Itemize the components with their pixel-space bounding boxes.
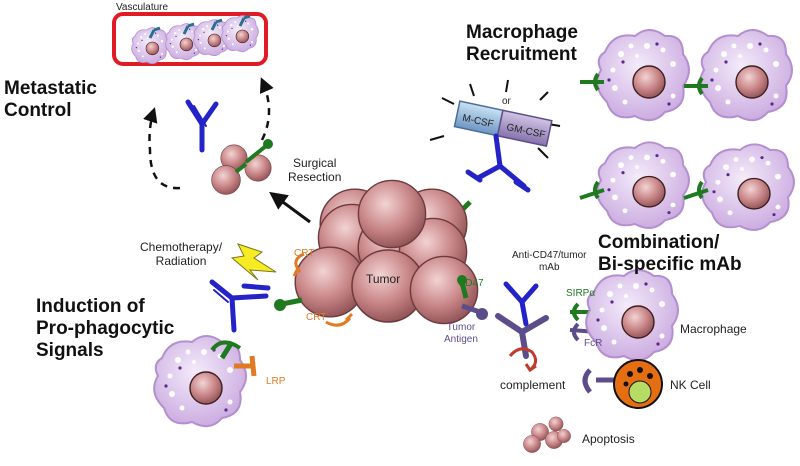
metastatic-cluster xyxy=(211,139,273,195)
antibody-induction xyxy=(209,279,271,333)
label-nk-cell: NK Cell xyxy=(670,378,711,392)
heading-induction: Induction of Pro-phagocytic Signals xyxy=(36,296,175,361)
cytokine-rays xyxy=(429,79,561,159)
heading-metastatic-control: Metastatic Control xyxy=(4,78,97,121)
heading-combination: Combination/ Bi-specific mAb xyxy=(598,232,742,275)
label-surgical-resection: Surgical Resection xyxy=(288,156,342,184)
label-chemotherapy: Chemotherapy/ Radiation xyxy=(140,240,223,268)
label-fcr: FcR xyxy=(584,338,603,349)
label-tumor: Tumor xyxy=(366,272,401,286)
antibody-cytokine xyxy=(465,133,531,193)
bispecific-antibody xyxy=(503,281,539,327)
apoptosis-cells xyxy=(523,416,571,453)
label-macrophage: Macrophage xyxy=(680,322,747,336)
tumor-mass xyxy=(294,179,479,325)
label-or: or xyxy=(502,96,511,107)
dashed-arrow-right xyxy=(259,77,274,141)
label-anti-cd47-mab: Anti-CD47/tumor mAb xyxy=(512,250,587,273)
surgical-arrow xyxy=(269,191,311,224)
nk-cell xyxy=(582,359,663,409)
label-complement: complement xyxy=(500,378,566,392)
vasculature-cells xyxy=(131,14,259,65)
lightning-icon xyxy=(230,243,277,281)
label-apoptosis: Apoptosis xyxy=(582,432,635,446)
antibody-metastatic xyxy=(185,99,219,153)
label-sirpa: SIRPα xyxy=(566,288,596,299)
label-vasculature: Vasculature xyxy=(116,2,169,13)
cytokine-block xyxy=(453,100,553,148)
dashed-arrow-left xyxy=(143,107,181,190)
label-lrp: LRP xyxy=(266,376,286,387)
antigen-antibody xyxy=(495,313,549,359)
label-cd47: CD47 xyxy=(458,278,484,289)
label-crt-top: CRT xyxy=(294,248,315,259)
macrophage-grid xyxy=(579,29,795,231)
label-crt-bottom: CRT xyxy=(306,312,327,323)
complement-icon xyxy=(508,347,537,373)
crt-arrows xyxy=(292,252,354,327)
induction-macrophage xyxy=(153,335,257,428)
label-tumor-antigen: Tumor Antigen xyxy=(444,322,478,345)
heading-macrophage-recruitment: Macrophage Recruitment xyxy=(466,22,578,65)
